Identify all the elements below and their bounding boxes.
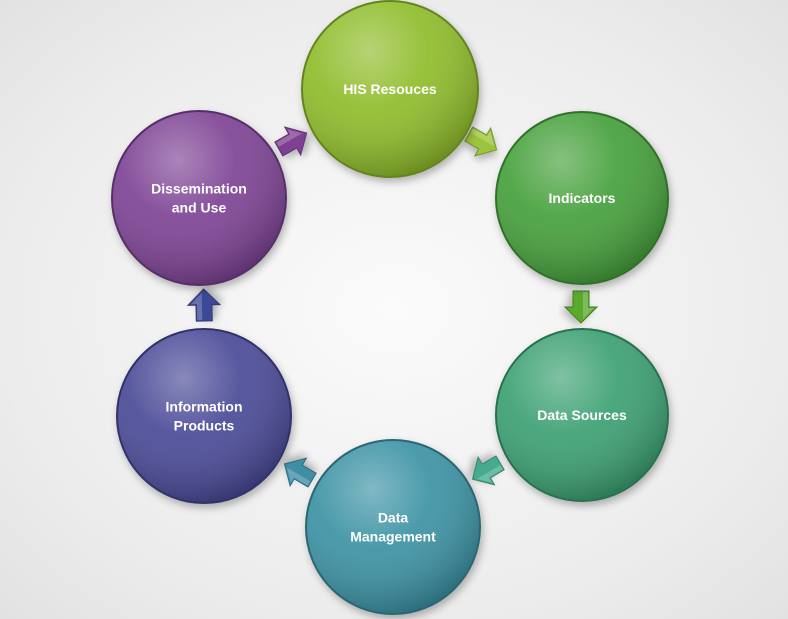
arrow-data-sources-to-data-management [471,455,505,486]
node-dissemination-and-use: Dissemination and Use [111,110,287,286]
node-indicators: Indicators [495,111,669,285]
node-label-line: and Use [172,200,227,216]
node-label-line: Products [174,418,235,434]
node-label-line: HIS Resouces [343,81,437,97]
node-label-line: Dissemination [151,181,247,197]
node-label-line: Data Sources [537,407,627,423]
node-his-resources: HIS Resouces [301,0,479,178]
node-label-line: Indicators [549,190,616,206]
node-data-sources: Data Sources [495,328,669,502]
arrow-information-products-to-dissemination-and-use [186,288,222,322]
node-label-line: Data [378,510,409,526]
node-label-line: Management [350,529,436,545]
node-label-line: Information [166,399,243,415]
arrow-dissemination-and-use-to-his-resources [274,126,308,157]
arrow-indicators-to-data-sources [563,290,599,324]
arrow-his-resources-to-indicators [464,126,498,157]
arrow-layer [186,126,599,488]
arrow-data-management-to-information-products [283,457,317,488]
